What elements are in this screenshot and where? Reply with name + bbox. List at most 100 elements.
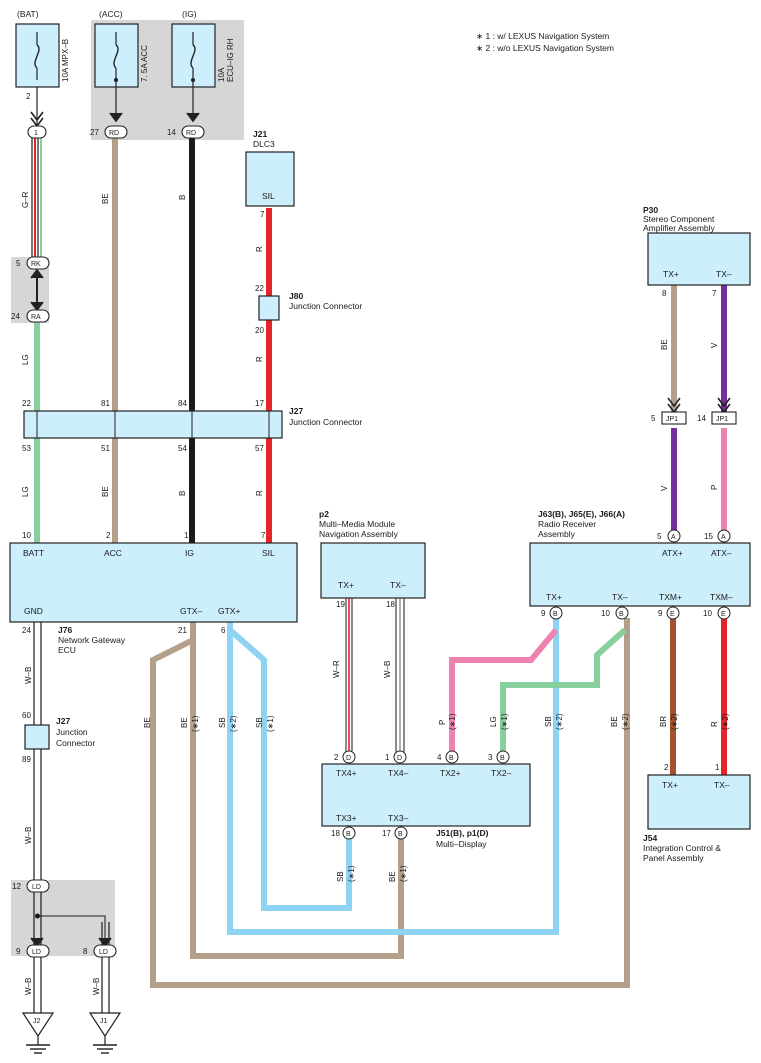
svg-text:Navigation Assembly: Navigation Assembly	[319, 529, 399, 539]
svg-text:B: B	[500, 755, 505, 762]
svg-text:51: 51	[101, 444, 110, 453]
svg-text:10: 10	[22, 531, 31, 540]
svg-text:ECU: ECU	[58, 645, 76, 655]
svg-text:(∗1): (∗1)	[500, 713, 509, 730]
ground-j1: J1	[88, 1012, 122, 1054]
ld-gray-area	[11, 880, 115, 956]
svg-text:SIL: SIL	[262, 548, 275, 558]
svg-text:J27: J27	[289, 406, 303, 416]
svg-text:LD: LD	[99, 949, 108, 956]
svg-text:TXM–: TXM–	[710, 592, 733, 602]
svg-text:(∗1): (∗1)	[399, 865, 408, 882]
svg-text:W–B: W–B	[92, 978, 101, 995]
svg-text:57: 57	[255, 444, 264, 453]
svg-text:81: 81	[101, 399, 110, 408]
svg-text:Panel Assembly: Panel Assembly	[643, 853, 704, 863]
connector-d	[342, 750, 356, 764]
j21-dlc3-box	[245, 151, 295, 207]
svg-text:ACC: ACC	[104, 548, 122, 558]
fuse-icon	[113, 44, 119, 69]
p30-amplifier-box	[647, 232, 751, 286]
svg-text:J2: J2	[33, 1018, 41, 1025]
svg-text:R: R	[710, 721, 719, 727]
svg-text:SIL: SIL	[262, 191, 275, 201]
svg-text:1: 1	[34, 130, 38, 137]
svg-text:V: V	[710, 342, 719, 348]
connector-jp1	[711, 411, 737, 425]
svg-text:Integration Control &: Integration Control &	[643, 843, 721, 853]
svg-text:G–R: G–R	[21, 191, 30, 208]
svg-text:5: 5	[16, 259, 21, 268]
svg-text:W–B: W–B	[24, 827, 33, 844]
svg-text:ECU–IG RH: ECU–IG RH	[226, 38, 235, 82]
wire-gtx-minus-be-1	[190, 640, 404, 959]
arrow-icon	[667, 397, 731, 414]
svg-text:D: D	[346, 755, 351, 762]
svg-text:D: D	[397, 755, 402, 762]
wire-gtx-minus-be-2	[150, 618, 630, 988]
svg-text:R: R	[255, 356, 264, 362]
fuse-icon	[190, 44, 196, 69]
svg-text:8: 8	[83, 947, 88, 956]
svg-text:RK: RK	[31, 261, 41, 268]
svg-text:TX4+: TX4+	[336, 768, 357, 778]
acc-title: (ACC)	[99, 9, 123, 19]
svg-text:GTX–: GTX–	[180, 606, 202, 616]
svg-text:SB: SB	[336, 871, 345, 882]
svg-text:20: 20	[255, 326, 264, 335]
svg-text:R: R	[255, 246, 264, 252]
svg-text:B: B	[553, 611, 558, 618]
svg-text:BE: BE	[180, 717, 189, 728]
svg-text:54: 54	[178, 444, 187, 453]
svg-text:89: 89	[22, 755, 31, 764]
svg-text:9: 9	[541, 609, 546, 618]
svg-text:ATX–: ATX–	[711, 548, 732, 558]
wire-bat-g-r	[31, 136, 42, 258]
svg-text:24: 24	[22, 626, 31, 635]
svg-text:7: 7	[260, 210, 265, 219]
svg-text:21: 21	[178, 626, 187, 635]
connector-a	[667, 529, 681, 543]
svg-text:LD: LD	[32, 884, 41, 891]
svg-text:B: B	[449, 755, 454, 762]
svg-text:W–B: W–B	[383, 661, 392, 678]
svg-text:DLC3: DLC3	[253, 139, 275, 149]
svg-text:TX+: TX+	[546, 592, 562, 602]
bat-title: (BAT)	[17, 9, 39, 19]
svg-text:P: P	[710, 485, 719, 490]
multi-display-box	[321, 763, 531, 827]
svg-text:J80: J80	[289, 291, 303, 301]
svg-text:ATX+: ATX+	[662, 548, 683, 558]
svg-text:7: 7	[712, 289, 717, 298]
svg-text:10: 10	[703, 609, 712, 618]
svg-text:14: 14	[167, 128, 176, 137]
svg-text:(∗2): (∗2)	[555, 713, 564, 730]
svg-text:TX+: TX+	[663, 269, 679, 279]
svg-text:22: 22	[22, 399, 31, 408]
j76-network-gateway-box	[9, 542, 298, 623]
svg-text:TX3–: TX3–	[388, 813, 409, 823]
svg-text:(∗1): (∗1)	[191, 715, 200, 732]
svg-text:IG: IG	[185, 548, 194, 558]
svg-text:J63(B), J65(E), J66(A): J63(B), J65(E), J66(A)	[538, 509, 625, 519]
svg-text:27: 27	[90, 128, 99, 137]
connector-b	[615, 606, 629, 620]
svg-text:Junction: Junction	[56, 727, 88, 737]
svg-text:RD: RD	[109, 130, 119, 137]
connector-1	[27, 125, 47, 139]
svg-text:8: 8	[662, 289, 667, 298]
svg-text:P30: P30	[643, 205, 658, 215]
acc-fuse-label: 7. 5A ACC	[140, 45, 149, 82]
svg-text:J21: J21	[253, 129, 267, 139]
svg-text:Assembly: Assembly	[538, 529, 576, 539]
svg-text:14: 14	[697, 414, 706, 423]
svg-text:LG: LG	[489, 716, 498, 727]
svg-text:TX2–: TX2–	[491, 768, 512, 778]
j27-small-junction-box	[24, 724, 50, 750]
svg-text:SB: SB	[255, 717, 264, 728]
svg-text:TX+: TX+	[338, 580, 354, 590]
svg-text:2: 2	[664, 763, 669, 772]
svg-text:P: P	[438, 720, 447, 725]
svg-text:A: A	[671, 534, 676, 541]
